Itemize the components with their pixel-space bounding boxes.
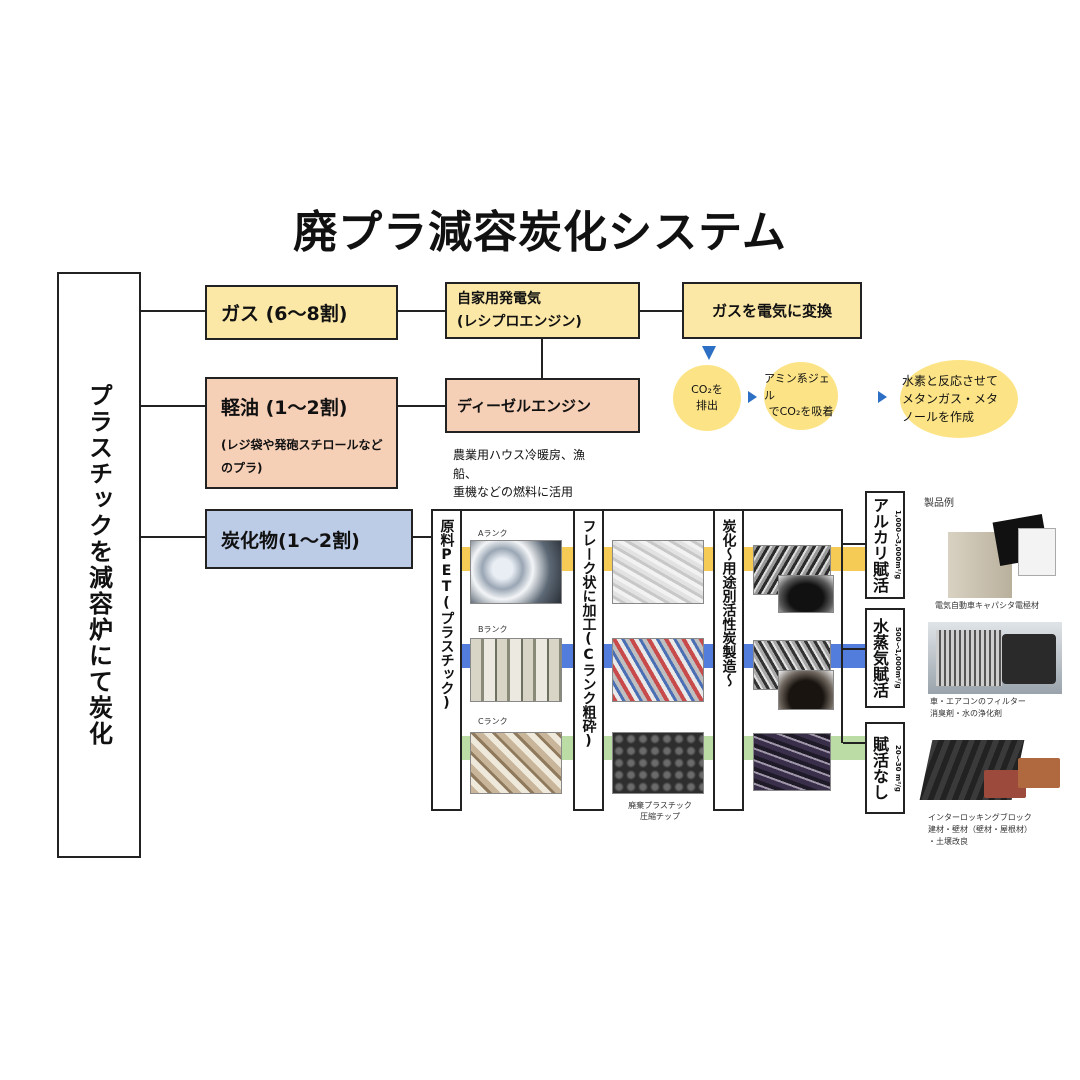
diesel-note-line: 重機などの燃料に活用 [453, 485, 574, 500]
product-3-line: 建材・壁材（壁材・屋根材） [928, 825, 1032, 834]
flake-label: フレーク状に加工(Cランク粗砕) [580, 519, 597, 749]
gas-label: ガス (6〜8割) [221, 303, 348, 325]
connector [141, 310, 205, 312]
pet-bales-photo [470, 638, 562, 702]
chip-note-line: 圧縮チップ [640, 812, 680, 822]
filter-product-photo [928, 622, 1062, 694]
char-b-powder-photo [778, 670, 834, 710]
raw-material-box: 原料PET(プラスチック) [431, 509, 462, 811]
connector [141, 536, 205, 538]
steam-activation-box: 水蒸気賦活 500〜1,000m²/g [865, 608, 905, 708]
gas-to-power-label: ガスを電気に変換 [711, 302, 832, 320]
product-2-line: 車・エアコンのフィルター [930, 697, 1026, 706]
steam-activation-label: 水蒸気賦活 [870, 618, 889, 698]
pet-waste-photo [470, 732, 562, 794]
raw-material-label: 原料PET(プラスチック) [438, 519, 455, 711]
diesel-note-line: 農業用ハウス冷暖房、漁 [453, 448, 586, 462]
generator-sub: (レシプロエンジン) [457, 313, 582, 330]
oil-box: 軽油 (1〜2割) (レジ袋や発砲スチロールなどのプラ) [205, 377, 398, 489]
diesel-box: ディーゼルエンジン [445, 378, 640, 433]
chip-note: 廃棄プラスチック 圧縮チップ [620, 800, 700, 822]
product-1-caption: 電気自動車キャパシタ電極材 [935, 601, 1039, 610]
connector [541, 338, 543, 378]
diesel-note: 農業用ハウス冷暖房、漁 船、 重機などの燃料に活用 [453, 446, 623, 502]
methane-line: ノールを作成 [902, 410, 975, 424]
pet-bottles-photo [470, 540, 562, 604]
generator-box: 自家用発電気 (レシプロエンジン) [445, 282, 640, 339]
co2-emit-circle: CO₂を 排出 [673, 365, 741, 431]
alkali-activation-label: アルカリ賦活 [870, 497, 889, 593]
diagram-title: 廃プラ減容炭化システム [293, 207, 787, 258]
alkali-spec: 1,000〜3,000m²/g [894, 510, 902, 580]
char-a-powder-photo [778, 575, 834, 613]
diesel-note-line: 船、 [453, 466, 478, 481]
product-3-line: ・土壌改良 [928, 837, 968, 846]
co2-absorb-circle: アミン系ジェル でCO₂を吸着 [764, 362, 838, 430]
connector [431, 509, 843, 511]
connector [141, 405, 205, 407]
carbonize-box: 炭化〜用途別活性炭製造〜 [713, 509, 744, 811]
chip-note-line: 廃棄プラスチック [628, 801, 692, 810]
gas-to-power-box: ガスを電気に変換 [682, 282, 862, 339]
flake-b-photo [612, 638, 704, 702]
co2-emit-line: 排出 [696, 399, 718, 412]
alkali-activation-box: アルカリ賦活 1,000〜3,000m²/g [865, 491, 905, 599]
capacitor-product-photo [922, 510, 1062, 598]
product-2-line: 消臭剤・水の浄化剤 [930, 709, 1002, 718]
no-activation-label: 賦活なし [870, 736, 889, 800]
rank-label-c: Cランク [478, 717, 508, 726]
co2-absorb-line: アミン系ジェル [764, 372, 830, 402]
connector [843, 543, 865, 545]
product-2-caption: 車・エアコンのフィルター 消臭剤・水の浄化剤 [930, 696, 1026, 720]
co2-emit-line: CO₂を [691, 382, 723, 396]
connector [640, 310, 682, 312]
products-header: 製品例 [924, 498, 954, 509]
methane-line: 水素と反応させて [902, 374, 999, 388]
right-arrow-icon [878, 391, 887, 403]
right-arrow-icon [748, 391, 757, 403]
connector [398, 310, 445, 312]
diesel-label: ディーゼルエンジン [457, 397, 591, 415]
oil-note: (レジ袋や発砲スチロールなどのプラ) [221, 438, 383, 475]
co2-absorb-line: でCO₂を吸着 [768, 405, 834, 419]
filter-unit-image [1002, 634, 1056, 684]
methane-circle: 水素と反応させて メタンガス・メタ ノールを作成 [900, 360, 1018, 438]
char-label: 炭化物(1〜2割) [221, 529, 360, 552]
product-3-line: インターロッキングブロック [928, 813, 1032, 822]
rank-label-a: Aランク [478, 529, 508, 538]
no-activation-spec: 20〜30 m²/g [894, 744, 902, 792]
rank-label-b: Bランク [478, 625, 508, 634]
oil-label: 軽油 (1〜2割) [221, 397, 348, 419]
source-label: プラスチックを減容炉にて炭化 [84, 383, 113, 747]
flake-a-photo [612, 540, 704, 604]
down-arrow-icon [702, 346, 716, 360]
generator-label: 自家用発電気 [457, 291, 541, 308]
connector [841, 509, 843, 743]
methane-line: メタンガス・メタ [902, 392, 999, 406]
brick-2-image [1018, 758, 1060, 788]
flake-box: フレーク状に加工(Cランク粗砕) [573, 509, 604, 811]
source-box: プラスチックを減容炉にて炭化 [57, 272, 141, 858]
connector [843, 648, 865, 650]
filter-grid-image [936, 630, 1002, 686]
char-c-photo [753, 733, 831, 791]
capacitor-card-image [1018, 528, 1056, 576]
gas-box: ガス (6〜8割) [205, 285, 398, 340]
product-3-caption: インターロッキングブロック 建材・壁材（壁材・屋根材） ・土壌改良 [928, 812, 1032, 848]
no-activation-box: 賦活なし 20〜30 m²/g [865, 722, 905, 814]
char-box: 炭化物(1〜2割) [205, 509, 413, 569]
carbonize-label: 炭化〜用途別活性炭製造〜 [720, 519, 737, 687]
block-product-photo [919, 734, 1064, 808]
steam-spec: 500〜1,000m²/g [894, 627, 902, 689]
flake-c-photo [612, 732, 704, 794]
connector [413, 536, 431, 538]
connector [398, 405, 445, 407]
connector [843, 742, 865, 744]
